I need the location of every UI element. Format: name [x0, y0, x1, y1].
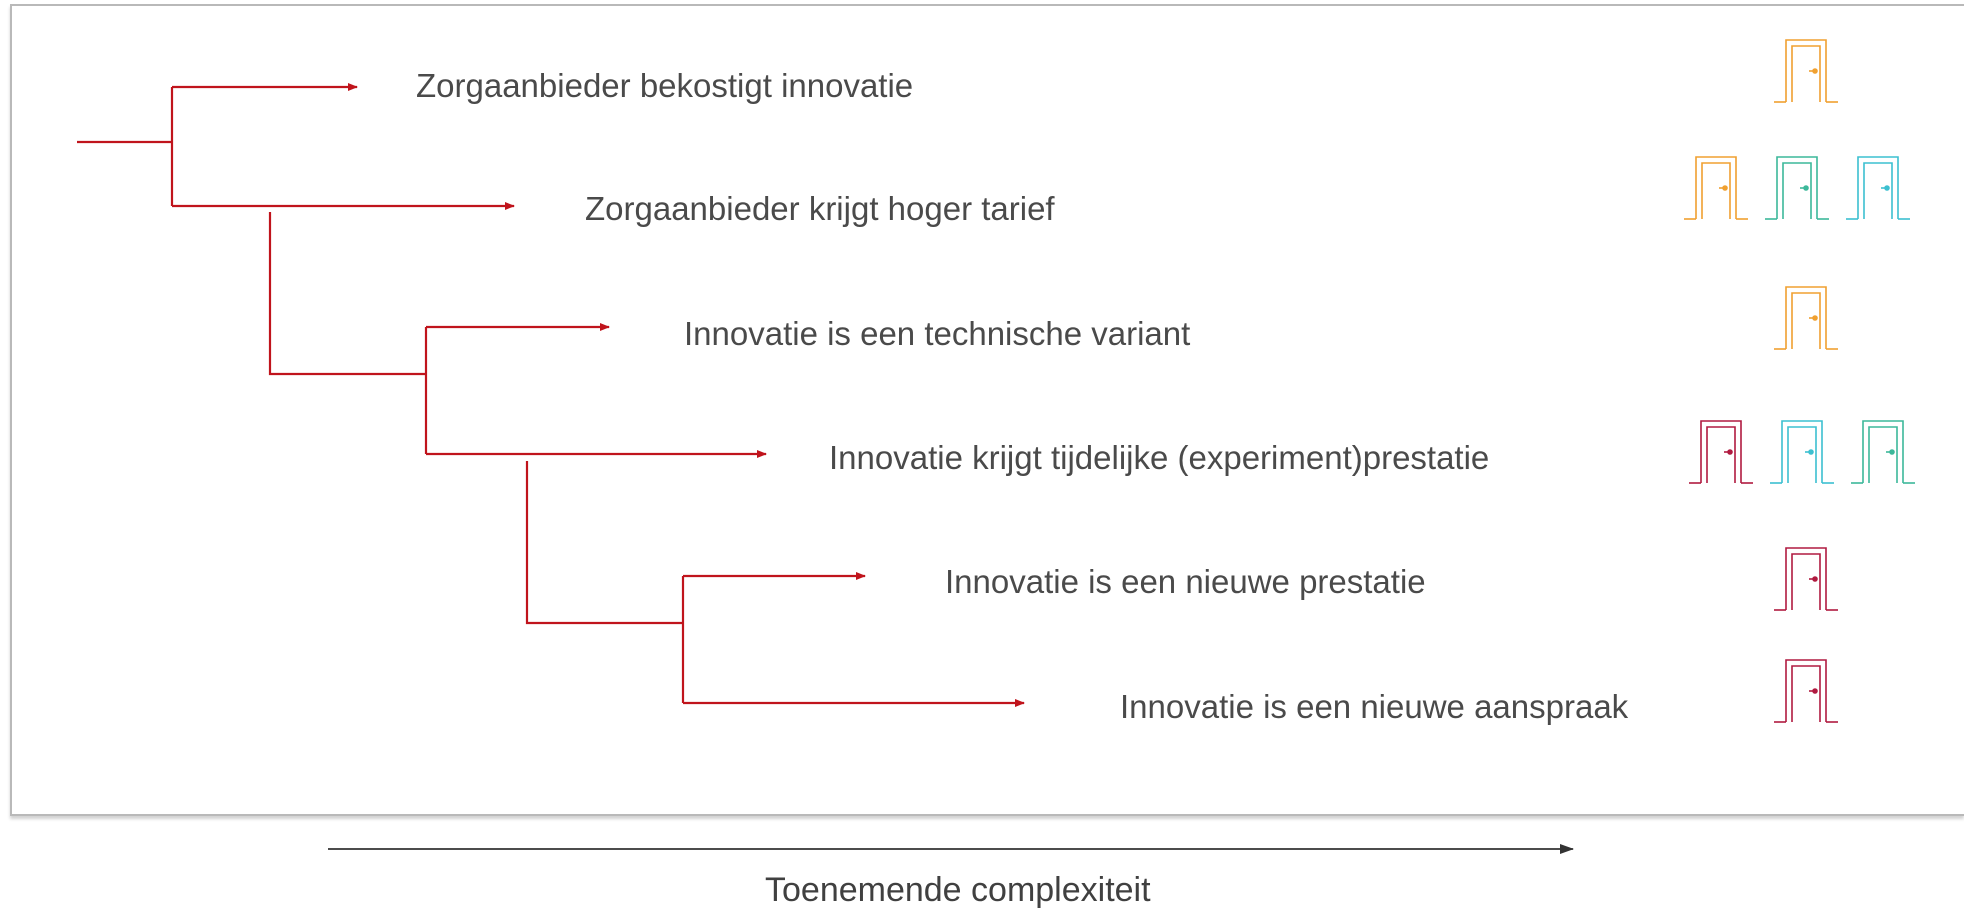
door-icon	[1851, 420, 1915, 484]
diagram-frame	[10, 4, 1964, 816]
door-icon	[1689, 420, 1753, 484]
door-icon	[1765, 156, 1829, 220]
branch-lines	[77, 83, 1025, 707]
door-icon	[1774, 39, 1838, 103]
option-label-6: Innovatie is een nieuwe aanspraak	[1120, 688, 1629, 725]
option-label-5: Innovatie is een nieuwe prestatie	[945, 563, 1426, 600]
door-icon	[1774, 286, 1838, 350]
option-label-4: Innovatie krijgt tijdelijke (experiment)…	[829, 439, 1490, 476]
branch-connector-2	[268, 212, 426, 376]
option-label-1: Zorgaanbieder bekostigt innovatie	[416, 67, 914, 104]
door-icons	[1684, 39, 1915, 723]
door-icon	[1684, 156, 1748, 220]
door-icon	[1774, 547, 1838, 611]
axis-label: Toenemende complexiteit	[765, 871, 1151, 909]
option-label-2: Zorgaanbieder krijgt hoger tarief	[585, 190, 1055, 227]
branch-connector-3	[525, 461, 683, 625]
option-label-3: Innovatie is een technische variant	[684, 315, 1191, 352]
door-icon	[1774, 659, 1838, 723]
door-icon	[1770, 420, 1834, 484]
door-icon	[1846, 156, 1910, 220]
